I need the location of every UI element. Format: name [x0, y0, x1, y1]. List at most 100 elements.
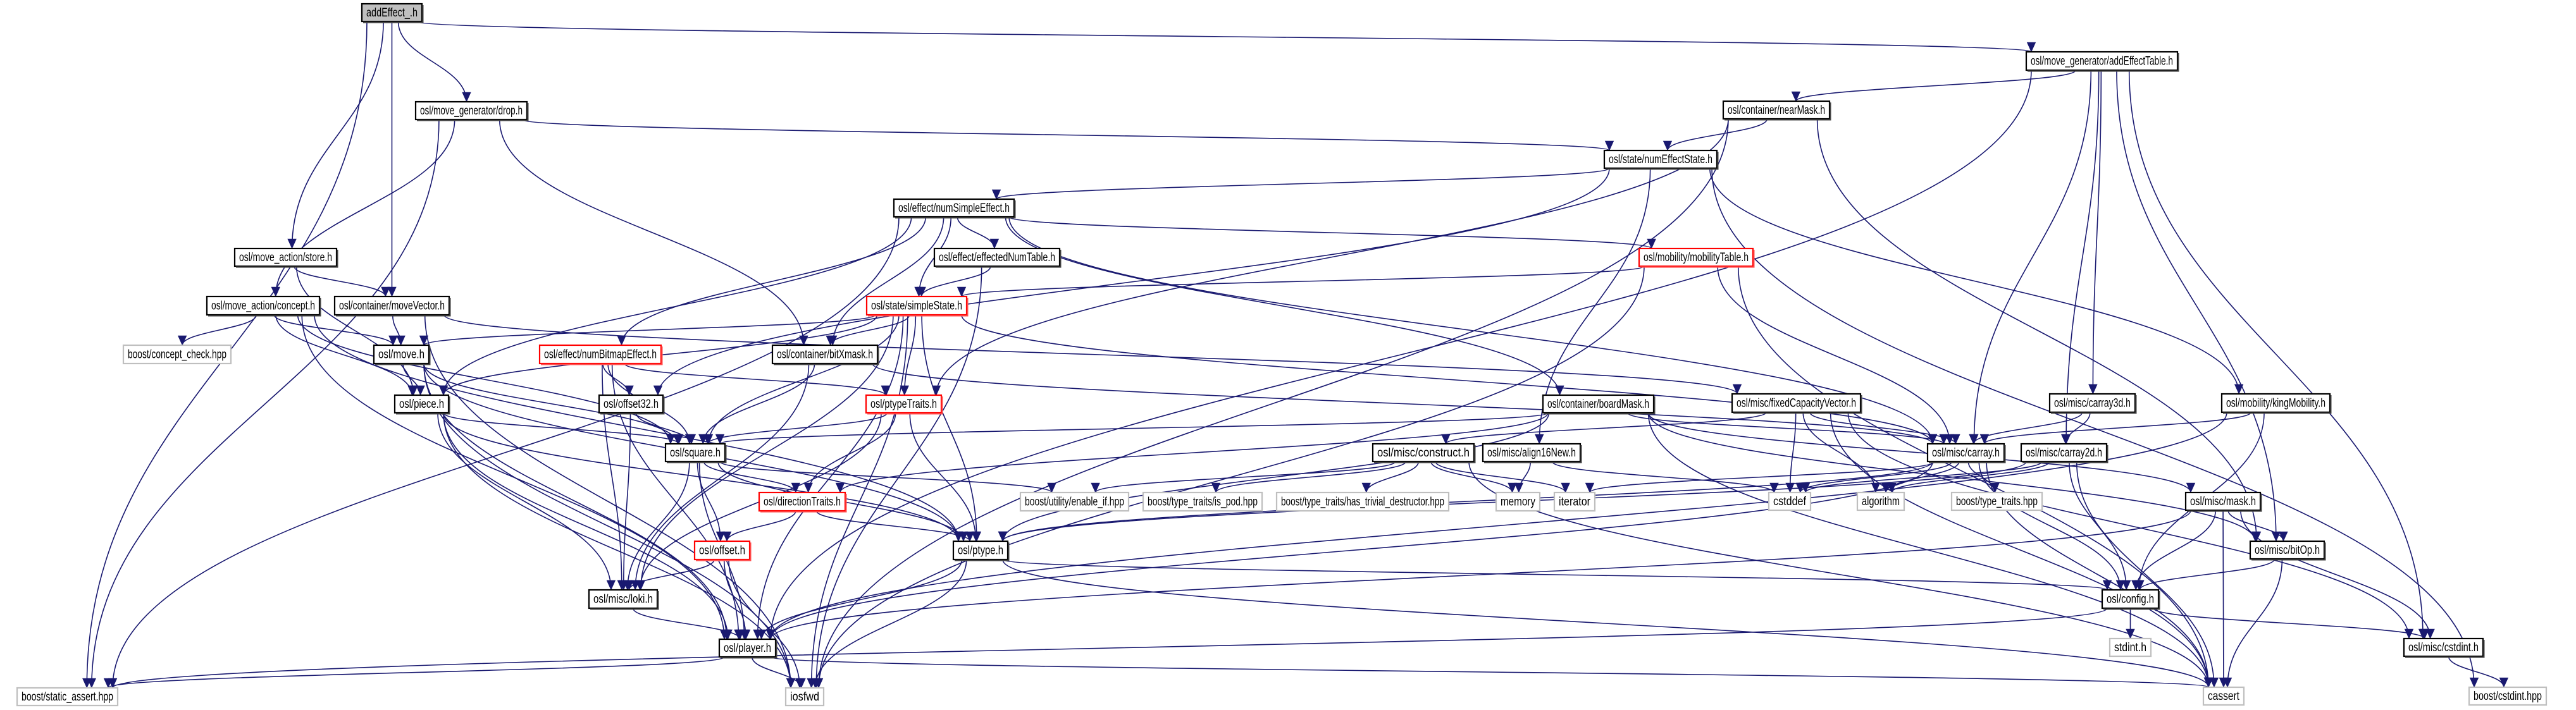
node-moveVector[interactable] [333, 295, 451, 317]
node-box [1542, 394, 1655, 414]
node-box [373, 344, 430, 365]
node-box [784, 687, 825, 707]
node-memory[interactable] [1495, 491, 1541, 512]
edge-square-to-enable_if [719, 461, 1056, 493]
node-box [893, 198, 1015, 218]
node-shadow [375, 346, 431, 365]
node-cstdint[interactable] [2403, 637, 2485, 658]
edge-nearMask-to-numEffectState [1663, 118, 1768, 151]
edge-addEffect_-to-addEffectTable [416, 21, 2035, 52]
edge-simpleState-to-carray [961, 314, 1937, 444]
node-box [1372, 443, 1475, 463]
edge-simpleState-to-ptype [921, 314, 982, 542]
node-has_trivial_destructor[interactable] [1275, 491, 1450, 512]
edge-carray3d-to-carray [1969, 412, 2083, 444]
node-box [393, 394, 450, 414]
edge-mobilityTable-to-carray [1717, 266, 1955, 444]
node-ptypeTraits[interactable] [865, 394, 943, 415]
node-is_pod[interactable] [1142, 491, 1263, 512]
node-bitOp[interactable] [2249, 540, 2326, 561]
node-algorithm[interactable] [1856, 491, 1905, 511]
node-box [1722, 100, 1831, 120]
edge-construct-to-memory [1430, 461, 1517, 493]
edge-fixedCapacityVector-to-carray [1809, 412, 1960, 444]
node-concept_check[interactable] [122, 344, 232, 365]
node-numEffectState[interactable] [1603, 149, 1719, 170]
node-drop[interactable] [414, 101, 529, 121]
edge-carray2d-to-algorithm [1887, 461, 2050, 493]
node-shadow [760, 494, 847, 513]
node-mask[interactable] [2184, 491, 2262, 512]
edge-carray-to-player [766, 461, 1933, 640]
edge-addEffectTable-to-cstdint [2128, 70, 2428, 639]
node-bitXmask[interactable] [771, 344, 879, 365]
edge-ptype-to-config [1002, 559, 2111, 591]
node-static_assert[interactable] [16, 687, 119, 707]
node-box [538, 344, 662, 365]
node-carray[interactable] [1926, 443, 2006, 463]
node-iosfwd[interactable] [784, 687, 825, 707]
node-simpleState[interactable] [865, 295, 969, 317]
node-label: boost/concept_check.hpp [128, 348, 226, 362]
edge-carray-to-config [1978, 461, 2126, 591]
node-shadow [2028, 53, 2179, 72]
node-boardMask[interactable] [1542, 394, 1656, 415]
node-kingMobility[interactable] [2220, 393, 2332, 414]
node-offset32[interactable] [598, 394, 665, 415]
edge-addEffectTable-to-carray [1969, 70, 2092, 444]
node-shadow [2251, 542, 2326, 561]
node-numBitmapEffect[interactable] [538, 344, 663, 365]
node-store[interactable] [233, 247, 338, 268]
node-ptype[interactable] [952, 540, 1010, 561]
node-shadow [1725, 102, 1831, 121]
node-effectedNumTable[interactable] [933, 247, 1062, 268]
node-enable_if[interactable] [1019, 491, 1130, 512]
edge-addEffectTable-to-carray3d [2088, 70, 2102, 395]
edge-carray2d-to-cstddef [1801, 461, 2043, 493]
edge-simpleState-to-move [419, 314, 876, 346]
node-label: osl/container/moveVector.h [339, 300, 445, 313]
edge-addEffectTable-to-bitOp [2116, 70, 2281, 542]
node-loki[interactable] [588, 589, 659, 610]
node-concept[interactable] [206, 295, 321, 317]
node-square[interactable] [664, 443, 727, 463]
node-move[interactable] [373, 344, 431, 365]
edge-store-to-moveVector [294, 266, 390, 297]
edge-layer [82, 21, 2509, 689]
node-carray3d[interactable] [2048, 393, 2137, 414]
node-construct[interactable] [1372, 443, 1476, 463]
node-box [333, 295, 450, 316]
edge-moveVector-to-move [392, 314, 406, 346]
node-label: osl/offset.h [699, 544, 745, 558]
node-label: memory [1501, 496, 1535, 509]
node-shadow [936, 250, 1062, 268]
node-config[interactable] [2101, 589, 2160, 610]
node-addEffect_[interactable] [361, 3, 424, 23]
edge-concept-to-concept_check [178, 314, 257, 346]
edge-piece-to-square [443, 412, 683, 444]
node-shadow [774, 346, 879, 365]
node-label: boost/type_traits/is_pod.hpp [1148, 496, 1258, 509]
edge-mask-to-cstdint [2240, 510, 2435, 639]
node-fixedCapacityVector[interactable] [1731, 393, 1862, 414]
node-label: boost/type_traits.hpp [1956, 495, 2038, 508]
edge-square-to-offset [697, 461, 726, 542]
node-nearMask[interactable] [1722, 100, 1831, 121]
node-stdint[interactable] [2108, 637, 2152, 658]
node-type_traits[interactable] [1950, 491, 2043, 511]
node-addEffectTable[interactable] [2025, 51, 2179, 72]
node-numSimpleEffect[interactable] [893, 198, 1016, 219]
node-align16New[interactable] [1482, 443, 1582, 463]
node-offset[interactable] [693, 540, 752, 561]
node-cstddef[interactable] [1768, 491, 1812, 511]
node-player[interactable] [718, 638, 777, 659]
node-mobilityTable[interactable] [1638, 247, 1755, 268]
node-cassert[interactable] [2202, 686, 2245, 706]
node-boost_cstdint[interactable] [2468, 686, 2548, 706]
node-label: osl/effect/effectedNumTable.h [939, 251, 1055, 264]
node-iterator[interactable] [1553, 491, 1596, 512]
edge-carray3d-to-carray2d [2061, 412, 2091, 444]
node-directionTraits[interactable] [758, 491, 847, 513]
node-piece[interactable] [393, 394, 450, 415]
node-carray2d[interactable] [2020, 443, 2108, 463]
